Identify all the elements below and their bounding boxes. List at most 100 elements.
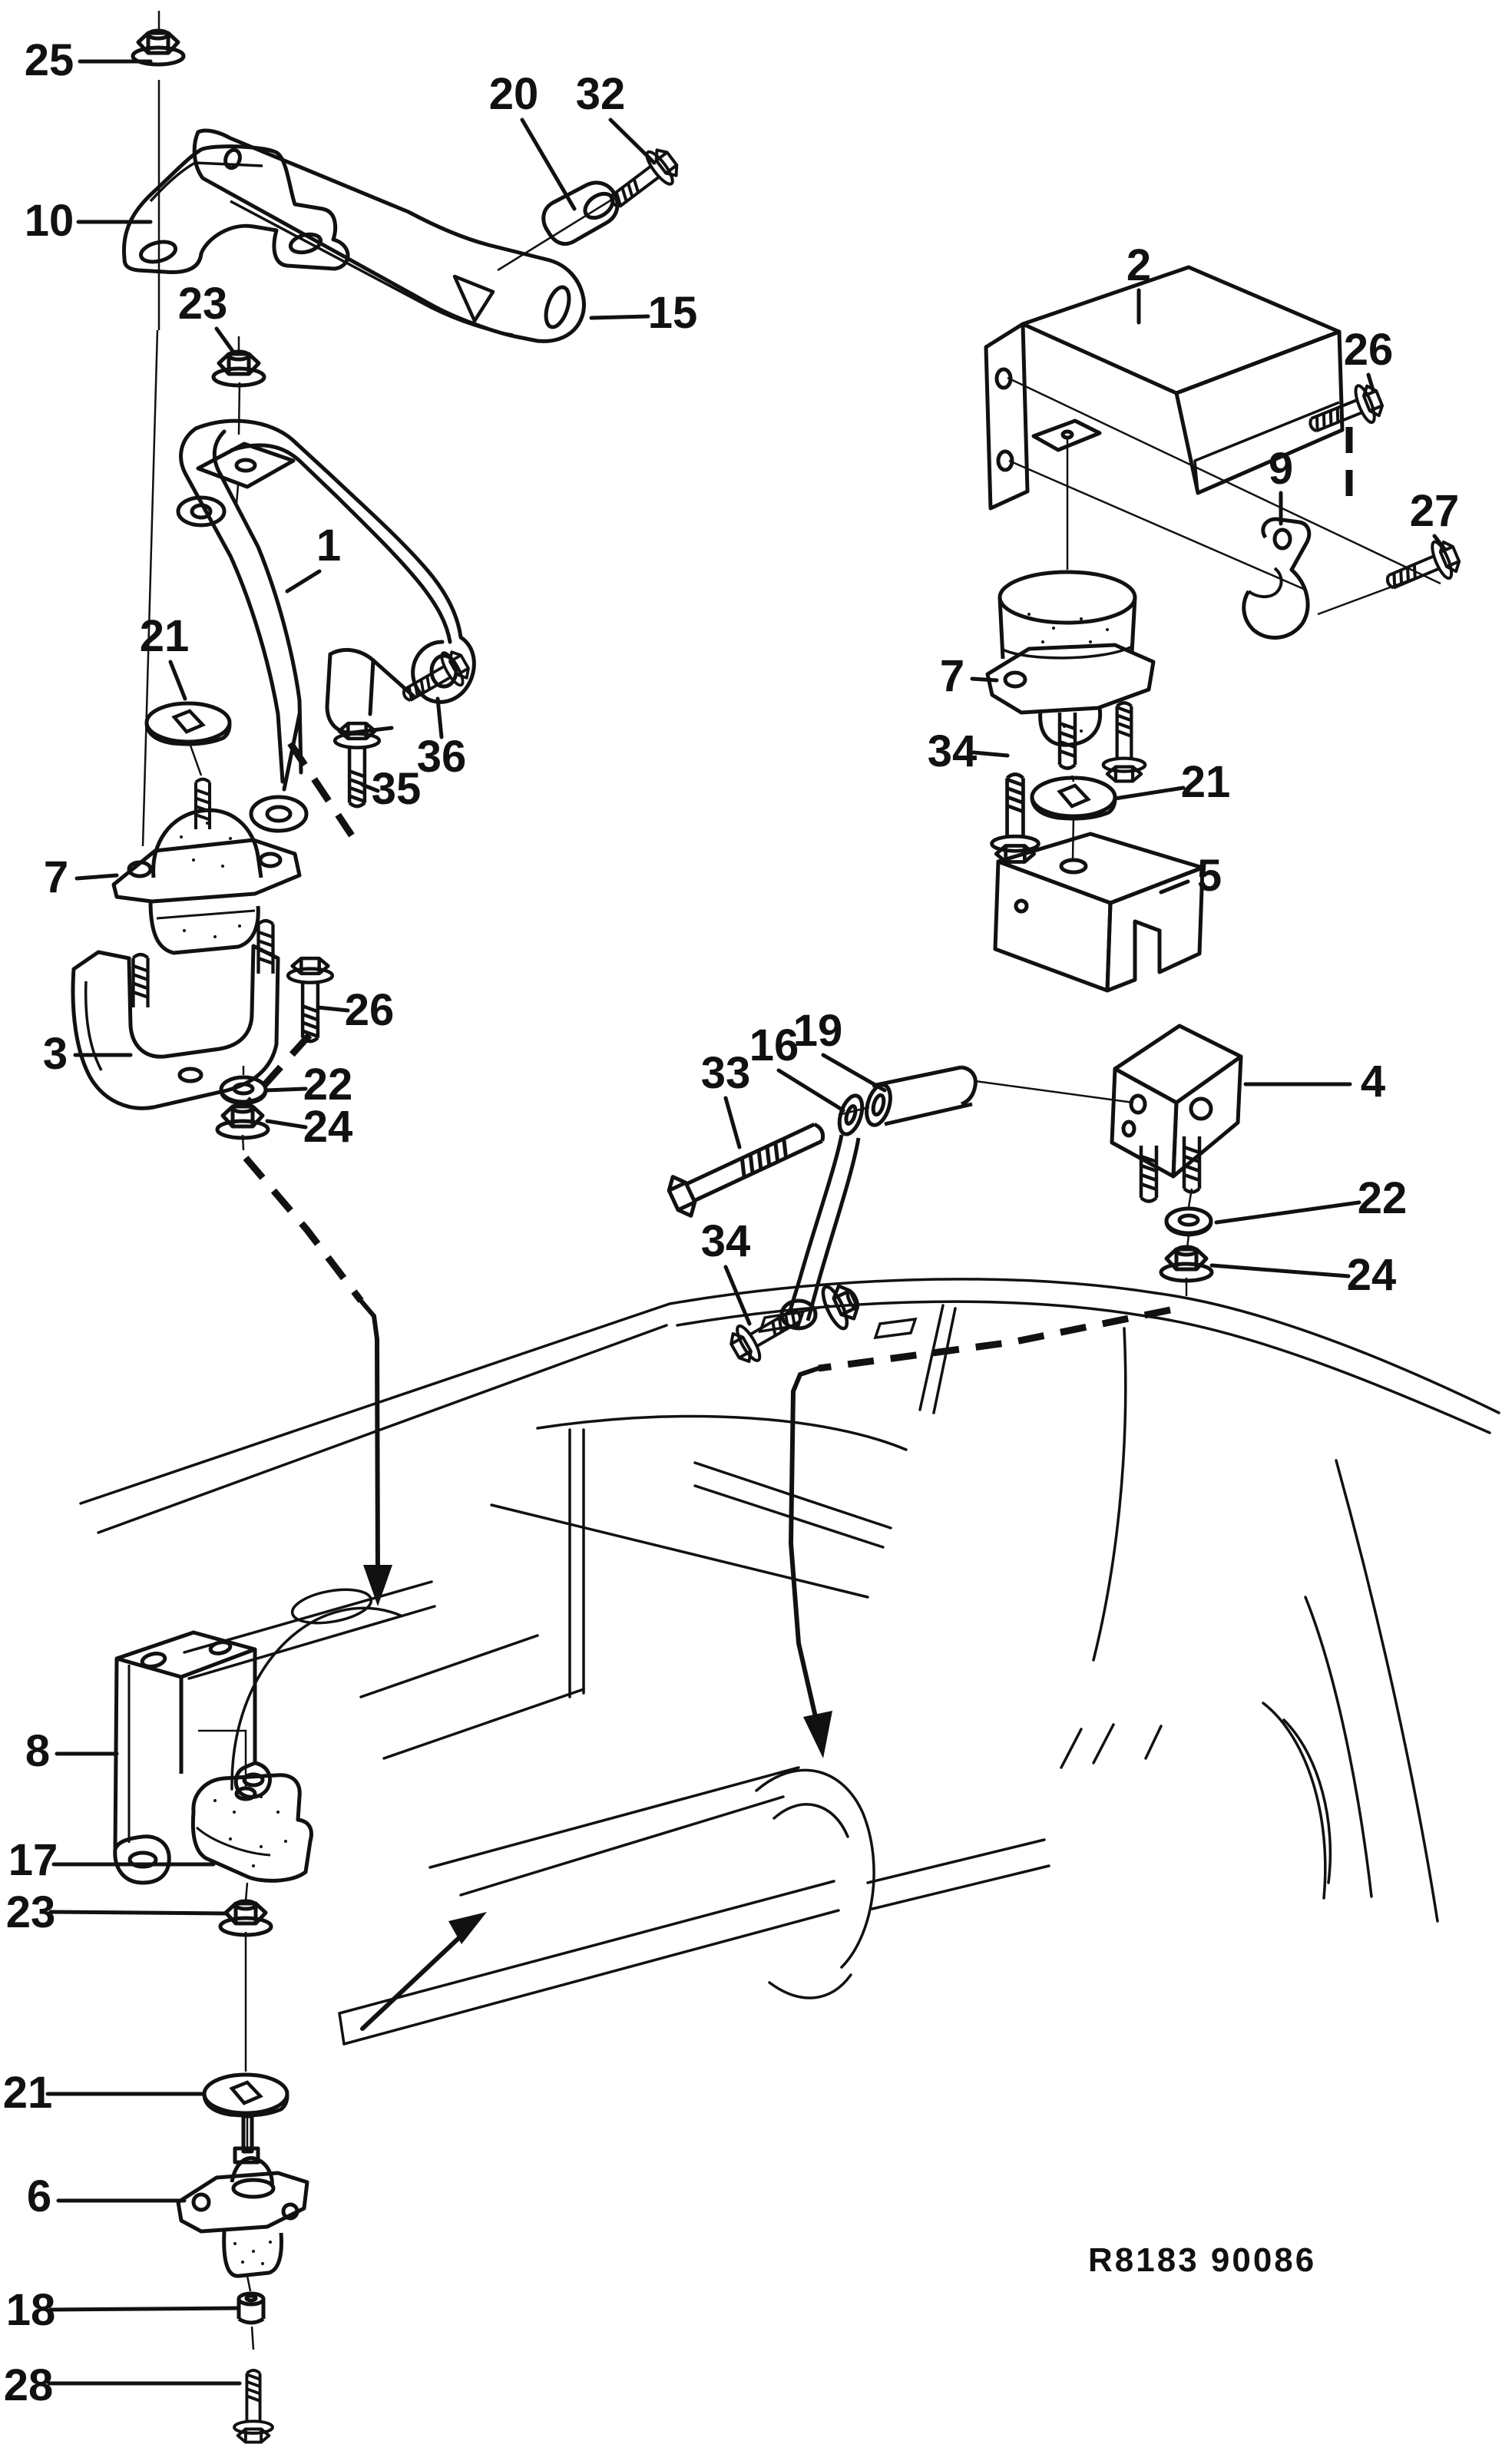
callout-leader-21-left <box>168 660 187 701</box>
part-34-bottom-nut <box>819 1277 865 1331</box>
part-3-mount-bracket <box>71 921 280 1110</box>
callout-leader-34-bottom <box>723 1265 752 1326</box>
part-5-mount-bracket-box <box>993 832 1205 993</box>
callout-label-22-left: 22 <box>303 1060 353 1110</box>
mount-left-locator-dash-line <box>243 1156 364 1303</box>
callout-leader-18 <box>48 2306 240 2312</box>
callout-label-5: 5 <box>1197 851 1222 901</box>
callout-label-8: 8 <box>25 1726 50 1776</box>
part-18-spacer <box>237 2291 266 2325</box>
callout-leader-24-right <box>1209 1263 1351 1278</box>
callout-label-10: 10 <box>25 196 74 246</box>
callout-label-33: 33 <box>701 1048 751 1098</box>
callout-label-7-left: 7 <box>44 852 68 902</box>
callout-label-23-bottom: 23 <box>6 1887 56 1937</box>
direction-arrow-arrowhead-icon <box>448 1912 487 1944</box>
part-4-stud-left <box>1141 1146 1156 1202</box>
part-22-right-washer <box>1166 1209 1211 1235</box>
figure-ref-code: R8183 90086 <box>1088 2241 1316 2279</box>
callout-label-3: 3 <box>43 1029 68 1079</box>
part-2-mount-cover-bracket <box>984 265 1345 511</box>
callout-label-34-right: 34 <box>928 726 978 776</box>
car-body-outline <box>79 1278 1500 2046</box>
part-9-clamp-hook <box>1242 517 1312 640</box>
callout-leader-19 <box>821 1053 887 1093</box>
callout-leader-15 <box>589 314 650 320</box>
direction-arrow-line <box>360 1930 468 2031</box>
part-6-rear-engine-mount <box>176 2114 309 2278</box>
part-25-flange-nut <box>133 31 184 64</box>
mount-right-locator-dash-line <box>818 1306 1171 1372</box>
mount-right-locator-drop-arrowhead-icon <box>803 1711 832 1758</box>
callout-label-35: 35 <box>372 764 422 814</box>
part-15-support-bracket <box>192 128 586 343</box>
callout-label-34-bottom: 34 <box>701 1216 751 1266</box>
part-32-bolt <box>601 143 683 219</box>
part-21-right-washer <box>1032 778 1115 819</box>
part-21-left-washer <box>147 703 230 744</box>
callout-label-23-top: 23 <box>178 279 228 329</box>
callout-leader-36 <box>435 696 444 739</box>
callout-leader-23-bottom <box>48 1910 230 1916</box>
part-19-spacer-tube <box>865 1065 978 1127</box>
callout-leader-5 <box>1159 879 1190 895</box>
callout-leader-16 <box>776 1068 845 1113</box>
callout-label-17: 17 <box>8 1835 58 1885</box>
callout-label-21-right: 21 <box>1181 757 1231 807</box>
callout-label-20: 20 <box>489 69 539 119</box>
bolt26-axis-dash-line <box>244 1032 313 1107</box>
callout-leader-22-left <box>263 1086 308 1093</box>
callout-label-21-bottom: 21 <box>3 2068 53 2118</box>
part-17-rubber-mount-block <box>190 1773 313 1883</box>
callout-leader-26-left <box>316 1005 350 1013</box>
callout-leader-20 <box>520 117 577 211</box>
callout-label-25: 25 <box>25 35 74 85</box>
callout-leader-32 <box>608 117 657 165</box>
part-26-left-bolt <box>288 958 332 1041</box>
callout-label-26-right: 26 <box>1344 325 1394 375</box>
callout-label-15: 15 <box>648 288 698 338</box>
callout-leader-26-right <box>1366 372 1375 392</box>
part-23-top-flange-nut <box>213 352 264 385</box>
callout-leader-27 <box>1432 534 1447 552</box>
part-28-bolt <box>233 2369 274 2444</box>
part-20-spacer-sleeve <box>541 180 620 246</box>
callout-leader-7-left <box>74 873 119 881</box>
part-24-left-flange-nut <box>217 1104 268 1138</box>
callout-label-36: 36 <box>417 732 467 782</box>
callout-label-27: 27 <box>1410 486 1460 536</box>
callout-leader-24-left <box>265 1119 308 1129</box>
rubber-texture-dots <box>180 822 241 938</box>
mount-left-locator-drop-line <box>359 1298 380 1578</box>
part-34-bottom-bolt <box>726 1297 809 1368</box>
part-7-right-stud <box>1060 713 1075 769</box>
part-34-right-bolt <box>992 774 1039 862</box>
rubber-texture-dots <box>233 2241 272 2265</box>
mount-left-locator-drop-arrowhead-icon <box>363 1565 392 1606</box>
callout-label-19: 19 <box>793 1006 843 1056</box>
callout-leader-1 <box>285 569 322 594</box>
callout-label-21-left: 21 <box>140 611 190 661</box>
part-24-right-flange-nut <box>1161 1247 1212 1281</box>
callout-leader-33 <box>723 1096 742 1149</box>
callout-leader-34-right <box>971 750 1010 758</box>
callout-label-24-left: 24 <box>303 1102 353 1152</box>
callout-leader-35 <box>360 782 380 793</box>
part-21-bottom-washer <box>204 2075 287 2115</box>
mount-right-locator-drop-line <box>788 1366 821 1719</box>
rubber-texture-dots <box>213 1795 287 1867</box>
callout-label-28: 28 <box>4 2360 54 2410</box>
callout-label-26-left: 26 <box>345 985 395 1035</box>
bolt35-axis-dash-line <box>287 741 355 838</box>
callout-label-7-right: 7 <box>940 651 964 701</box>
callout-leader-7-right <box>970 676 999 683</box>
part-16-link-washer <box>837 1093 865 1136</box>
callout-label-24-right: 24 <box>1347 1250 1397 1300</box>
callout-label-1: 1 <box>316 521 341 571</box>
callout-label-32: 32 <box>576 69 626 119</box>
callout-leader-21-right <box>1113 786 1186 801</box>
part-4-link-bracket-box <box>1110 1024 1243 1179</box>
part-23-bottom-flange-nut <box>220 1901 271 1935</box>
